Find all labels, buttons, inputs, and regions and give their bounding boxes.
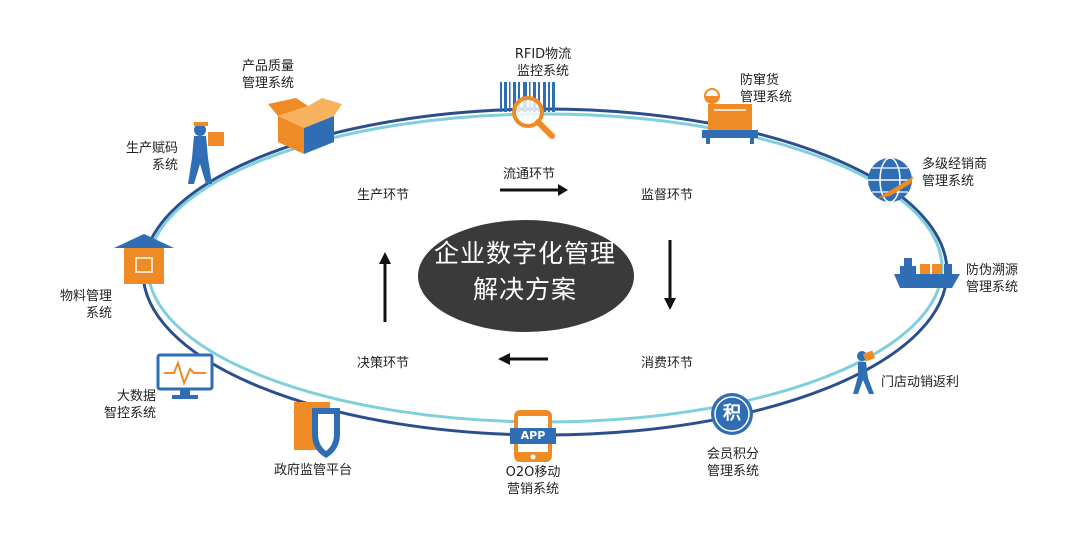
app-badge-text: APP <box>520 429 546 442</box>
node-rfid-label: RFID物流监控系统 <box>514 47 572 79</box>
points-badge-icon <box>711 393 753 435</box>
node-anti-diversion-label: 防窜货管理系统 <box>740 73 793 105</box>
arrow-down <box>664 240 676 310</box>
phone-app-icon <box>510 410 556 462</box>
center-ellipse <box>418 220 634 332</box>
scale-box-icon <box>702 88 758 144</box>
center-title-line1: 企业数字化管理 <box>433 239 616 268</box>
arrow-right <box>500 184 568 196</box>
stage-production-label: 生产环节 <box>357 188 410 203</box>
node-bigdata-label: 大数据智控系统 <box>103 389 156 421</box>
arrow-up <box>379 252 391 322</box>
center-title-line2: 解决方案 <box>472 275 577 304</box>
runner-icon <box>853 350 876 394</box>
stage-consumption-label: 消费环节 <box>641 356 694 371</box>
node-coding-label: 生产赋码系统 <box>125 141 178 173</box>
node-store-rebate-label: 门店动销返利 <box>881 375 960 390</box>
node-quality-label: 产品质量管理系统 <box>242 59 295 91</box>
cargo-ship-icon <box>894 258 960 288</box>
globe-plane-icon <box>868 157 914 203</box>
stage-circulation-label: 流通环节 <box>503 167 556 182</box>
stage-supervision-label: 监督环节 <box>641 188 694 203</box>
warehouse-box-icon <box>114 234 174 284</box>
node-materials-label: 物料管理系统 <box>59 289 112 321</box>
node-traceability-label: 防伪溯源管理系统 <box>966 263 1019 295</box>
stage-decision-label: 决策环节 <box>357 356 410 371</box>
arrow-left <box>498 353 548 365</box>
node-gov-label: 政府监管平台 <box>273 463 352 478</box>
node-distributor-label: 多级经销商管理系统 <box>922 157 988 189</box>
barcode-magnifier-icon <box>500 82 555 139</box>
open-box-icon <box>268 98 342 154</box>
node-membership-label: 会员积分管理系统 <box>706 447 759 479</box>
shield-icon <box>294 402 340 458</box>
worker-box-icon <box>188 122 224 184</box>
center-title: 企业数字化管理 解决方案 <box>420 236 630 308</box>
points-badge-text: 积 <box>723 403 741 424</box>
node-o2o-label: O2O移动营销系统 <box>505 465 561 497</box>
monitor-chart-icon <box>156 353 214 399</box>
